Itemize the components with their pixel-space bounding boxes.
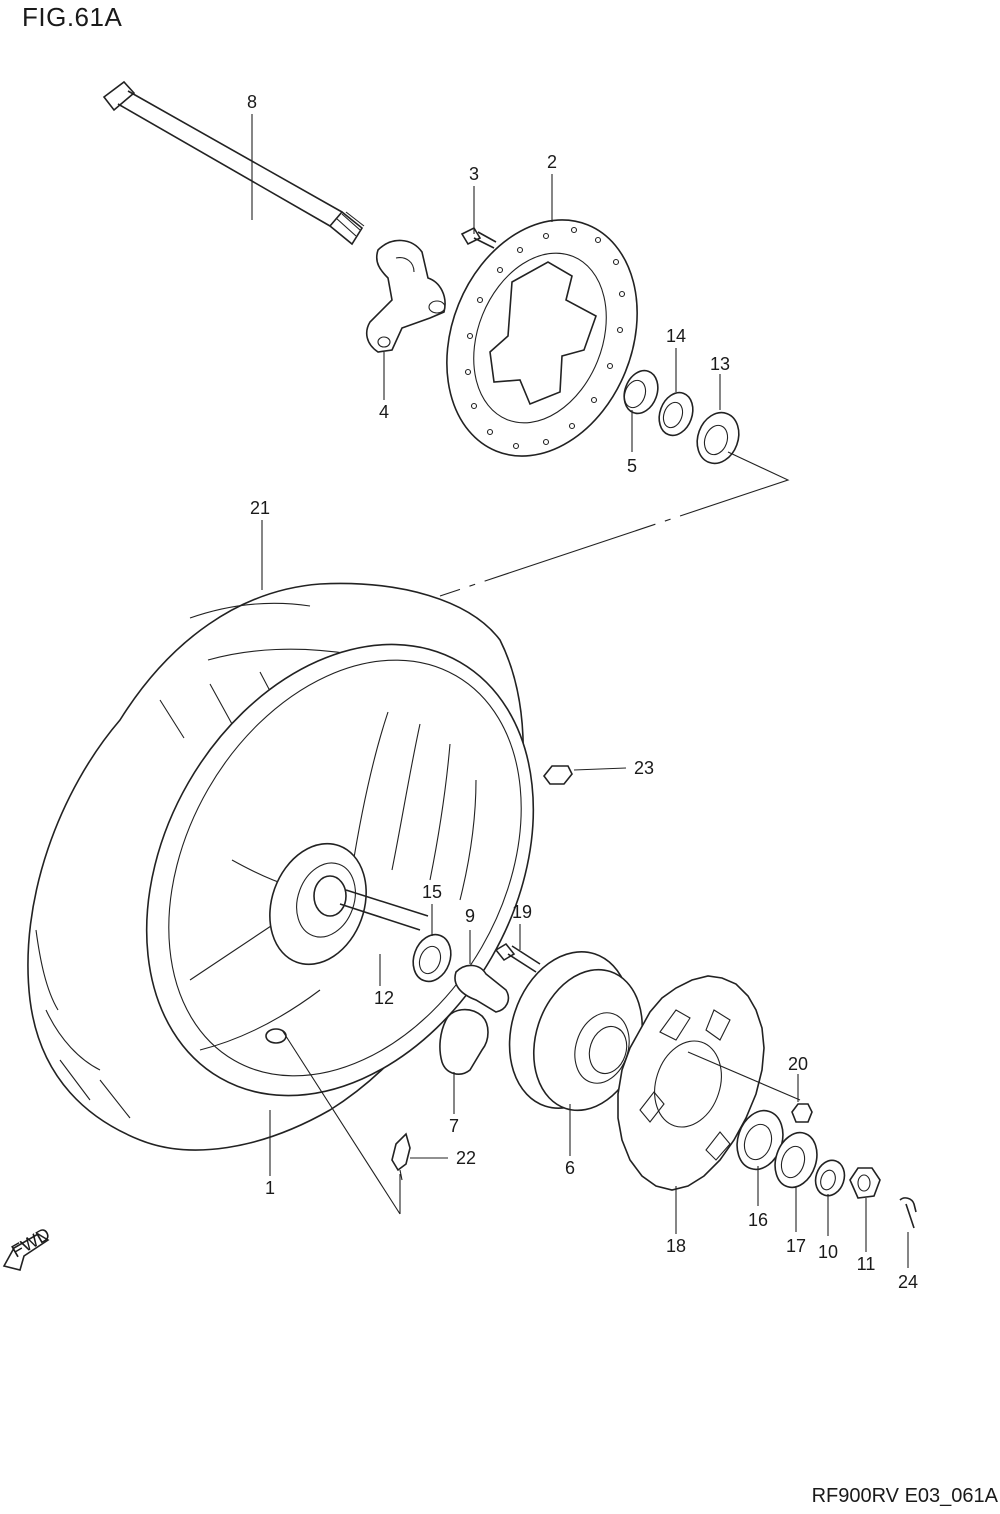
callout-16: 16 <box>748 1210 768 1230</box>
rear-axle <box>102 80 365 246</box>
callout-22: 22 <box>456 1148 476 1168</box>
callout-labels: 8 2 3 4 5 14 13 21 23 15 9 19 12 7 6 1 2… <box>247 92 918 1292</box>
rear-wheel-tire <box>27 582 535 1151</box>
callout-10: 10 <box>818 1242 838 1262</box>
bearing-15 <box>412 933 452 983</box>
callout-23: 23 <box>634 758 654 778</box>
callout-24: 24 <box>898 1272 918 1292</box>
callout-13: 13 <box>710 354 730 374</box>
callout-17: 17 <box>786 1236 806 1256</box>
callout-2: 2 <box>547 152 557 172</box>
callout-6: 6 <box>565 1158 575 1178</box>
callout-4: 4 <box>379 402 389 422</box>
callout-11: 11 <box>857 1254 876 1274</box>
bearing-13 <box>696 411 740 465</box>
seal-14 <box>658 391 694 437</box>
seal-17 <box>774 1131 818 1189</box>
bearing-16 <box>736 1109 784 1171</box>
caliper-bracket <box>365 239 446 353</box>
callout-15: 15 <box>422 882 442 902</box>
sprocket-drum <box>508 951 644 1112</box>
spacer-5 <box>623 369 659 415</box>
drawing-code: RF900RV E03_061A <box>811 1485 998 1507</box>
rear-sprocket <box>617 975 765 1191</box>
callout-21: 21 <box>250 498 270 518</box>
figure-title: FIG.61A <box>22 2 123 32</box>
callout-9: 9 <box>465 906 475 926</box>
callout-12: 12 <box>374 988 394 1008</box>
fwd-label: FWD <box>8 1224 53 1262</box>
callout-18: 18 <box>666 1236 686 1256</box>
damper-7 <box>439 1008 489 1075</box>
callout-14: 14 <box>666 326 686 346</box>
spacer-9 <box>454 964 510 1013</box>
disc-bolt <box>460 226 497 249</box>
leader-lines <box>251 114 909 1268</box>
callout-19: 19 <box>512 902 532 922</box>
sprocket-bolt-19 <box>494 942 541 973</box>
callout-20: 20 <box>788 1054 808 1074</box>
cotter-pin-24 <box>899 1197 917 1229</box>
callout-7: 7 <box>449 1116 459 1136</box>
callout-8: 8 <box>247 92 257 112</box>
callout-5: 5 <box>627 456 637 476</box>
valve-22 <box>391 1132 411 1181</box>
spacer-10 <box>814 1159 846 1197</box>
callout-1: 1 <box>265 1178 275 1198</box>
brake-disc <box>446 219 638 457</box>
balance-weight-23 <box>542 765 573 785</box>
fwd-arrow: FWD <box>2 1224 53 1271</box>
callout-3: 3 <box>469 164 479 184</box>
axle-nut-11 <box>849 1167 881 1199</box>
sprocket-nut-20 <box>791 1103 813 1123</box>
